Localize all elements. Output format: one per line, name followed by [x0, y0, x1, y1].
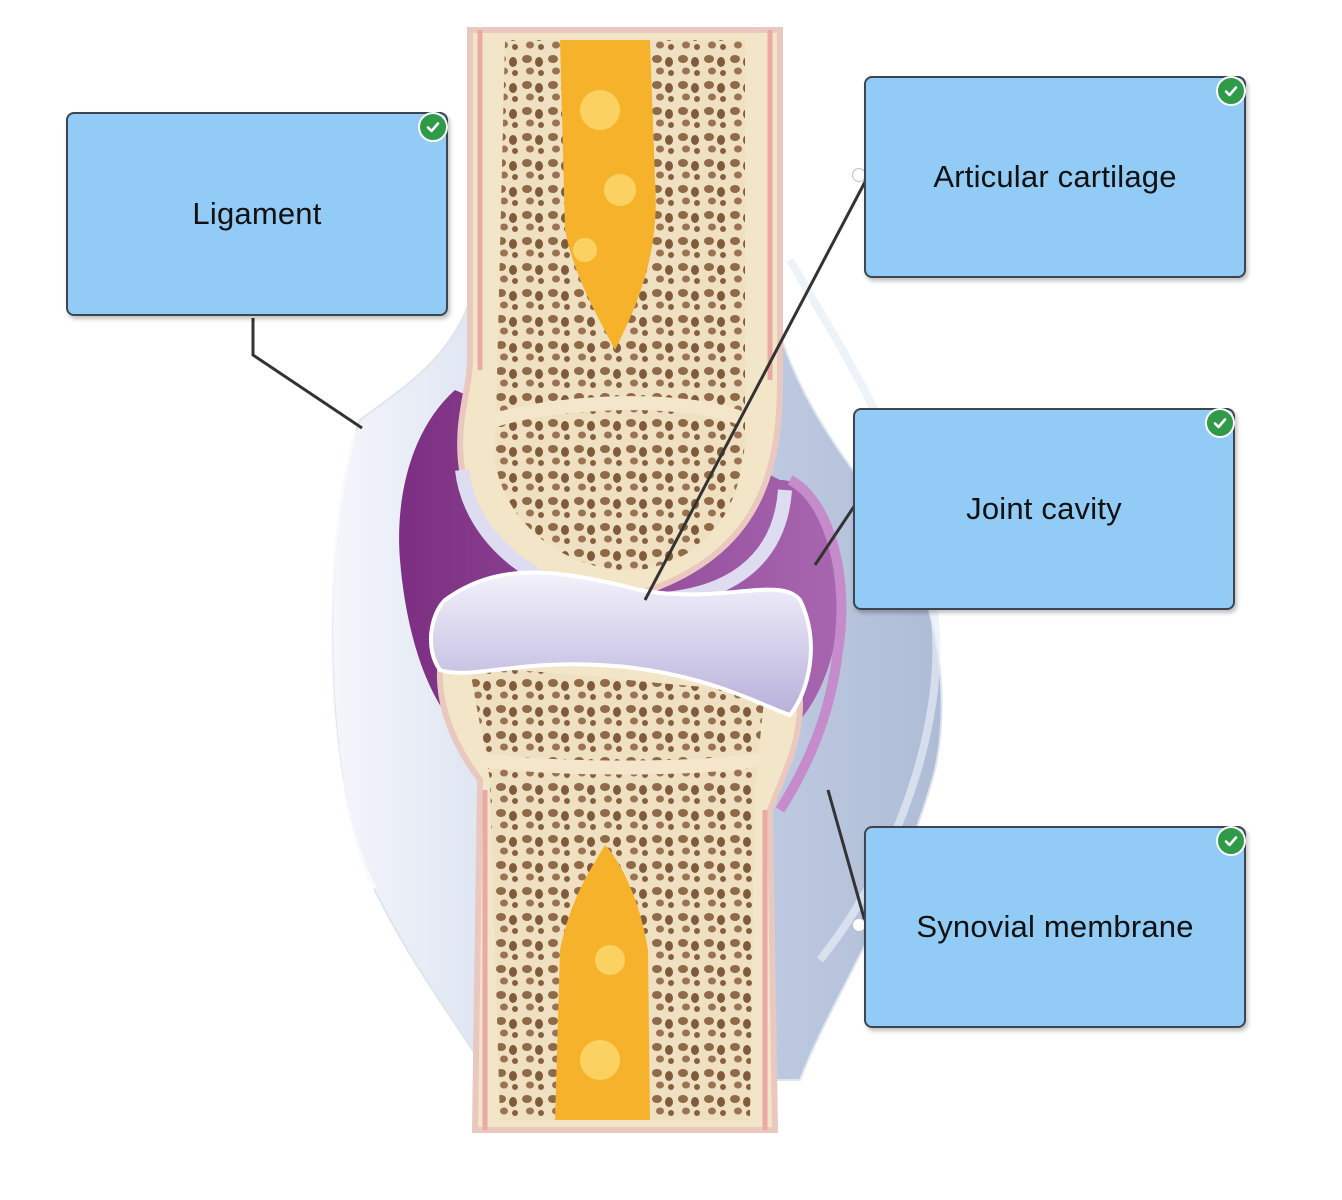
label-ligament[interactable]: Ligament	[66, 112, 448, 316]
label-joint-cavity[interactable]: Joint cavity	[853, 408, 1235, 610]
synovial-membrane-lining	[775, 475, 847, 813]
label-joint-cavity-text: Joint cavity	[966, 491, 1122, 526]
checkmark-icon	[418, 112, 448, 142]
leader-line-joint-cavity	[813, 504, 857, 566]
label-articular-cartilage[interactable]: Articular cartilage	[864, 76, 1246, 278]
leader-line-synovial-membrane	[826, 789, 868, 926]
leader-line-ligament	[251, 318, 363, 430]
lower-bone	[436, 629, 803, 1133]
leader-lines	[251, 179, 868, 926]
upper-bone	[457, 27, 783, 598]
label-ligament-text: Ligament	[192, 196, 322, 231]
checkmark-icon	[1216, 76, 1246, 106]
label-synovial-membrane[interactable]: Synovial membrane	[864, 826, 1246, 1028]
checkmark-icon	[1216, 826, 1246, 856]
checkmark-icon	[1205, 408, 1235, 438]
articular-cartilage-layers	[428, 469, 813, 718]
leader-line-articular-cartilage	[643, 179, 868, 601]
label-synovial-membrane-text: Synovial membrane	[916, 909, 1194, 944]
label-articular-cartilage-text: Articular cartilage	[933, 159, 1177, 194]
